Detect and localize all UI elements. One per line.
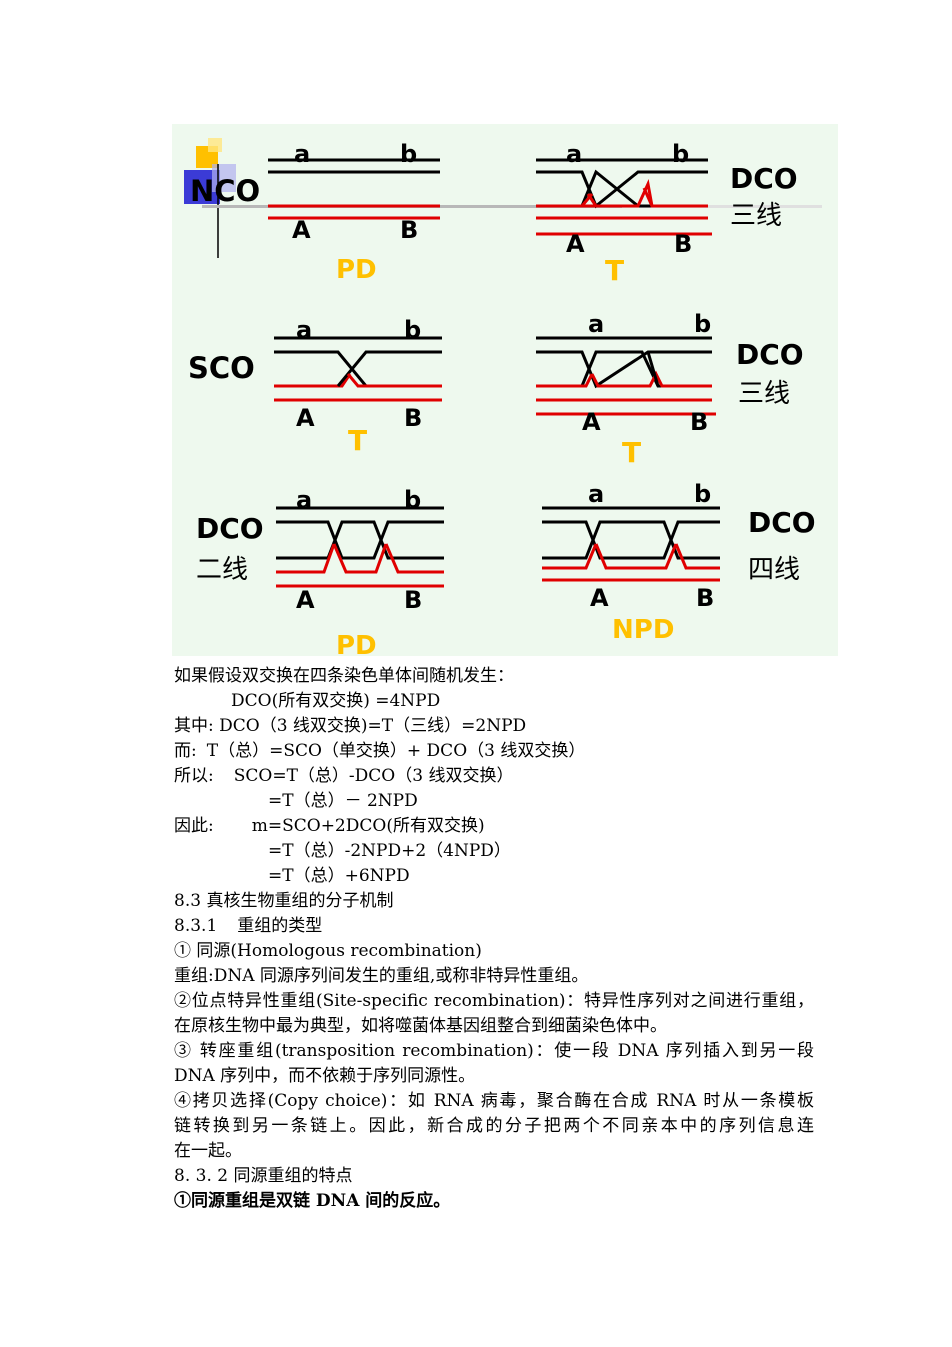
figure-background [172,124,838,656]
text-line: ③ 转座重组(transposition recombination)：使一段 … [174,1041,814,1061]
gene-label-b: b [404,316,421,344]
panel-right-label: DCO [730,162,798,195]
red-strand [384,543,444,574]
text-line: ① 同源(Homologous recombination) [174,941,482,961]
panel-dco-two-strand: DCO 二线 a b A B PD [196,486,444,656]
gene-label-b: b [694,480,711,508]
red-strand-crossover [542,543,598,570]
panel-right-label: DCO [736,338,804,371]
gene-label-A: A [582,408,601,436]
red-strand-crossover [276,543,336,574]
red-strand [674,543,720,570]
black-strand-crossover [542,520,720,560]
text-line: DNA 序列中，而不依赖于序列同源性。 [174,1066,476,1086]
black-strand-crossover [276,520,444,560]
document-body: 如果假设双交换在四条染色单体间随机发生： DCO(所有双交换) =4NPD 其中… [174,664,814,1214]
red-strand [346,373,442,388]
gene-label-a: a [296,316,312,344]
formula-line: =T（总）－ 2NPD [268,791,418,811]
black-strand-crossover [646,351,660,387]
class-label: PD [336,631,377,656]
text-line: 如果假设双交换在四条染色单体间随机发生： [174,666,514,686]
class-label: T [605,254,624,287]
formula-line: 而: T（总）=SCO（单交换）+ DCO（3 线双交换） [174,739,814,764]
gene-label-b: b [404,486,421,514]
panel-sco: SCO a b A B T [188,316,442,457]
black-strand-crossover [536,350,712,389]
class-label: T [348,424,367,457]
formula-line: =T（总）-2NPD+2（4NPD） [268,841,511,861]
panel-left-label: SCO [188,351,255,385]
formula-prefix: 而: [174,741,197,761]
black-strand-crossover [276,520,444,560]
red-strand-crossover [594,543,678,570]
gene-label-A: A [590,584,609,612]
recombination-figure: NCO a b A B PD a b [172,124,838,656]
panel-nco: NCO a b A B PD [190,140,440,285]
gene-label-A: A [566,230,585,258]
panel-left-label: DCO [196,512,264,545]
red-strand-crossover [536,373,594,388]
red-strand-crossover [642,187,654,207]
class-label: PD [336,255,377,285]
panel-right-sublabel: 三线 [738,379,790,409]
gene-label-a: a [566,140,582,168]
gene-label-A: A [292,216,311,244]
gene-label-b: b [694,310,711,338]
panel-right-sublabel: 三线 [730,201,782,231]
red-strand [590,370,712,388]
formula-line: 其中: DCO（3 线双交换)=T（三线）=2NPD [174,716,527,736]
gene-label-a: a [294,140,310,168]
panel-left-sublabel: 二线 [196,555,248,585]
formula-line: 因此: m=SCO+2DCO(所有双交换) [174,814,814,839]
gene-label-A: A [296,586,315,614]
text-line: 重组:DNA 同源序列间发生的重组,或称非特异性重组。 [174,966,589,986]
gene-label-B: B [696,584,714,612]
gene-label-b: b [672,140,689,168]
formula-line: =T（总）+6NPD [268,866,410,886]
section-title: 重组的类型 [237,916,323,936]
gene-label-a: a [588,480,604,508]
formula-body: m=SCO+2DCO(所有双交换) [251,816,485,836]
panel-right-sublabel: 四线 [748,555,800,585]
formula-prefix: 因此: [174,816,214,836]
gene-label-A: A [296,404,315,432]
text-line: 链转换到另一条链上。因此，新合成的分子把两个不同亲本中的序列信息连 [174,1116,814,1136]
formula-body: T（总）=SCO（单交换）+ DCO（3 线双交换） [206,741,586,761]
gene-label-B: B [400,216,418,244]
gene-label-B: B [404,586,422,614]
gene-label-B: B [674,230,692,258]
section-number: 8.3.1 [174,916,218,936]
panel-dco-three-strand-2: a b A B T DCO 三线 [536,310,804,469]
gene-label-b: b [400,140,417,168]
formula-line: 所以: SCO=T（总）-DCO（3 线双交换） [174,764,814,789]
red-strand-crossover [274,373,352,388]
panel-left-label: NCO [190,174,260,208]
gene-label-B: B [404,404,422,432]
text-line: 在原核生物中最为典型，如将噬菌体基因组整合到细菌染色体中。 [174,1016,667,1036]
section-heading: 8.3 真核生物重组的分子机制 [174,891,394,911]
subsection-heading: 8. 3. 2 同源重组的特点 [174,1166,353,1186]
class-label: NPD [612,615,674,645]
text-line: 在一起。 [174,1141,242,1161]
text-line: ②位点特异性重组(Site-specific recombination)：特异… [174,991,814,1011]
subsection-heading: 8.3.1 重组的类型 [174,914,814,939]
panel-right-label: DCO [748,506,816,539]
panel-dco-three-strand-1: a b A B T DCO 三线 [536,140,798,287]
formula-line: DCO(所有双交换) =4NPD [231,691,441,711]
red-strand-crossover [586,193,598,207]
formula-prefix: 所以: [174,766,214,786]
class-label: T [622,436,641,469]
panel-dco-four-strand: a b A B NPD DCO 四线 [542,480,816,645]
gene-label-B: B [690,408,708,436]
red-strand-crossover [332,543,388,574]
text-line-bold: ①同源重组是双链 DNA 间的反应。 [174,1191,451,1211]
black-strand-crossover [542,520,720,560]
text-line: ④拷贝选择(Copy choice)：如 RNA 病毒，聚合酶在合成 RNA 时… [174,1091,814,1111]
gene-label-a: a [588,310,604,338]
formula-body: SCO=T（总）-DCO（3 线双交换） [233,766,514,786]
gene-label-a: a [296,486,312,514]
